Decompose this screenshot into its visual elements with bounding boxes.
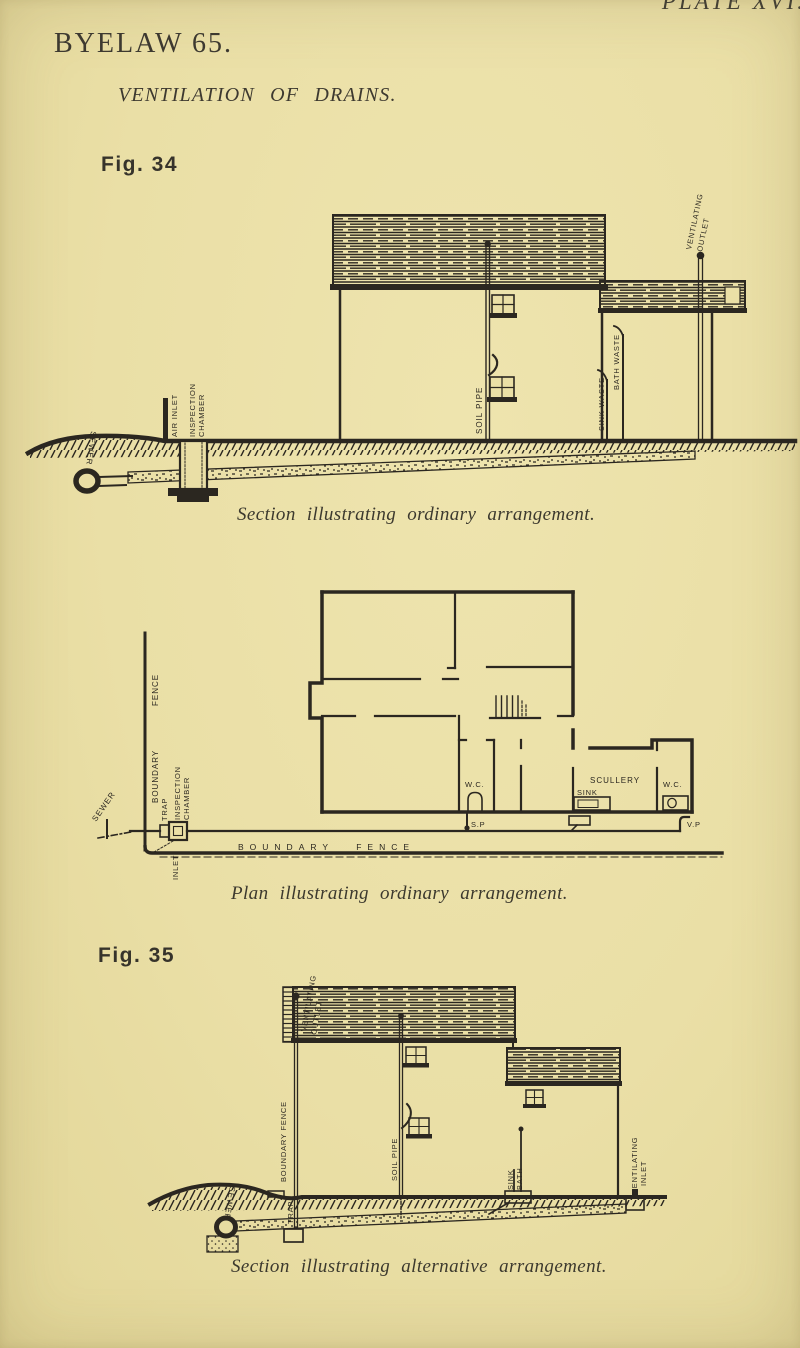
fig34-inspection-label: INSPECTION: [188, 383, 197, 437]
plan-sewer-label: SEWER: [90, 790, 117, 823]
plan-sink-label: SINK: [577, 788, 598, 797]
fig34-air-inlet-label: AIR INLET: [170, 394, 179, 437]
plan-labels: FENCE BOUNDARY SEWER TRAP INSPECTION CHA…: [90, 674, 701, 880]
fig35-section-drawing: VENTILATING OUTLET BOUNDARY FENCE SOIL P…: [147, 974, 667, 1253]
plan-wc-right-label: W.C.: [663, 780, 682, 789]
plan-wc-pan-right: [662, 795, 689, 811]
fig34-section-drawing: SEWER AIR INLET INSPECTION CHAMBER SOIL …: [24, 192, 798, 502]
fig35-ventilating-inlet-label-2: INLET: [639, 1161, 648, 1186]
fig34-windows: [487, 294, 517, 402]
fig35-house: [282, 986, 622, 1198]
fig35-soil-pipe: [398, 1013, 412, 1219]
fig35-trap: [283, 1228, 304, 1243]
plan-sewer-line: [97, 819, 162, 839]
fig35-trap-label: TRAP: [286, 1201, 295, 1224]
fig34-vent-outlet-pipe: [696, 251, 705, 442]
plan-boundary-label: BOUNDARY: [151, 750, 160, 803]
fig35-sink-label: SINK: [506, 1169, 515, 1190]
fig34-house: [330, 214, 747, 443]
fig35-bath-label: BATH: [515, 1167, 524, 1190]
fig35-windows: [403, 1046, 546, 1139]
plan-wc-left-label: W.C.: [465, 780, 484, 789]
fig35-caption: Section illustrating alternative arrange…: [231, 1256, 607, 1277]
fig35-sewer-outfall: [206, 1215, 239, 1253]
fig34-waste-pipes: [596, 324, 625, 440]
fig34-caption: Section illustrating ordinary arrangemen…: [237, 504, 596, 525]
plan-drain: [185, 811, 691, 833]
plan-wc-pan-left: [467, 791, 483, 811]
plate-reference: PLATE XVI.: [661, 0, 800, 14]
fig35-soil-pipe-label: SOIL PIPE: [390, 1138, 399, 1181]
fig35-drain: [235, 1203, 627, 1243]
plan-scullery-label: SCULLERY: [590, 776, 640, 785]
plan-house-outer-walls: [308, 590, 694, 814]
plan-fence-label: FENCE: [151, 674, 160, 706]
plan-vp-label: V.P: [687, 820, 701, 829]
fig35-ventilating-inlet-label-1: VENTILATING: [630, 1137, 639, 1194]
fig34-bath-waste-label: BATH WASTE: [612, 334, 621, 390]
fig34-air-inlet-pipe: [163, 398, 168, 441]
plan-inlet-label: INLET: [171, 855, 180, 880]
fig34-sewer-outfall: [73, 468, 134, 494]
fig35-number: Fig. 35: [98, 944, 176, 967]
plan-boundary-fence-label: BOUNDARY FENCE: [238, 842, 415, 852]
fig34-drain: [127, 450, 696, 484]
fig34-inspection-chamber: [163, 398, 218, 502]
fig35-ground: [147, 1182, 667, 1211]
fig34-soil-pipe: [484, 240, 499, 442]
plan-chamber-label: CHAMBER: [182, 777, 191, 820]
fig34-number: Fig. 34: [101, 153, 179, 176]
plan-drawing: FENCE BOUNDARY SEWER TRAP INSPECTION CHA…: [90, 590, 724, 880]
fig34-chamber-label: CHAMBER: [197, 394, 206, 437]
plan-sink: [573, 796, 611, 811]
fig34-ground: [24, 433, 798, 458]
page-title: BYELAW 65.: [54, 28, 234, 59]
fig34-sink-waste-label: SINK WASTE: [597, 377, 606, 431]
plan-trap-label: TRAP: [160, 798, 169, 821]
fig35-boundary-fence-label: BOUNDARY FENCE: [279, 1101, 288, 1182]
plan-caption: Plan illustrating ordinary arrangement.: [231, 883, 568, 904]
plan-house-interior-walls: [320, 590, 659, 814]
plan-boundary-fence: [143, 631, 724, 858]
plan-sp-label: S.P: [471, 820, 486, 829]
page-subtitle: VENTILATION OF DRAINS.: [118, 84, 397, 106]
plan-inspection-label: INSPECTION: [173, 766, 182, 820]
plan-stairs: [495, 695, 527, 718]
fig34-soil-pipe-label: SOIL PIPE: [475, 387, 484, 434]
plan-inspection-chamber: [153, 820, 189, 853]
